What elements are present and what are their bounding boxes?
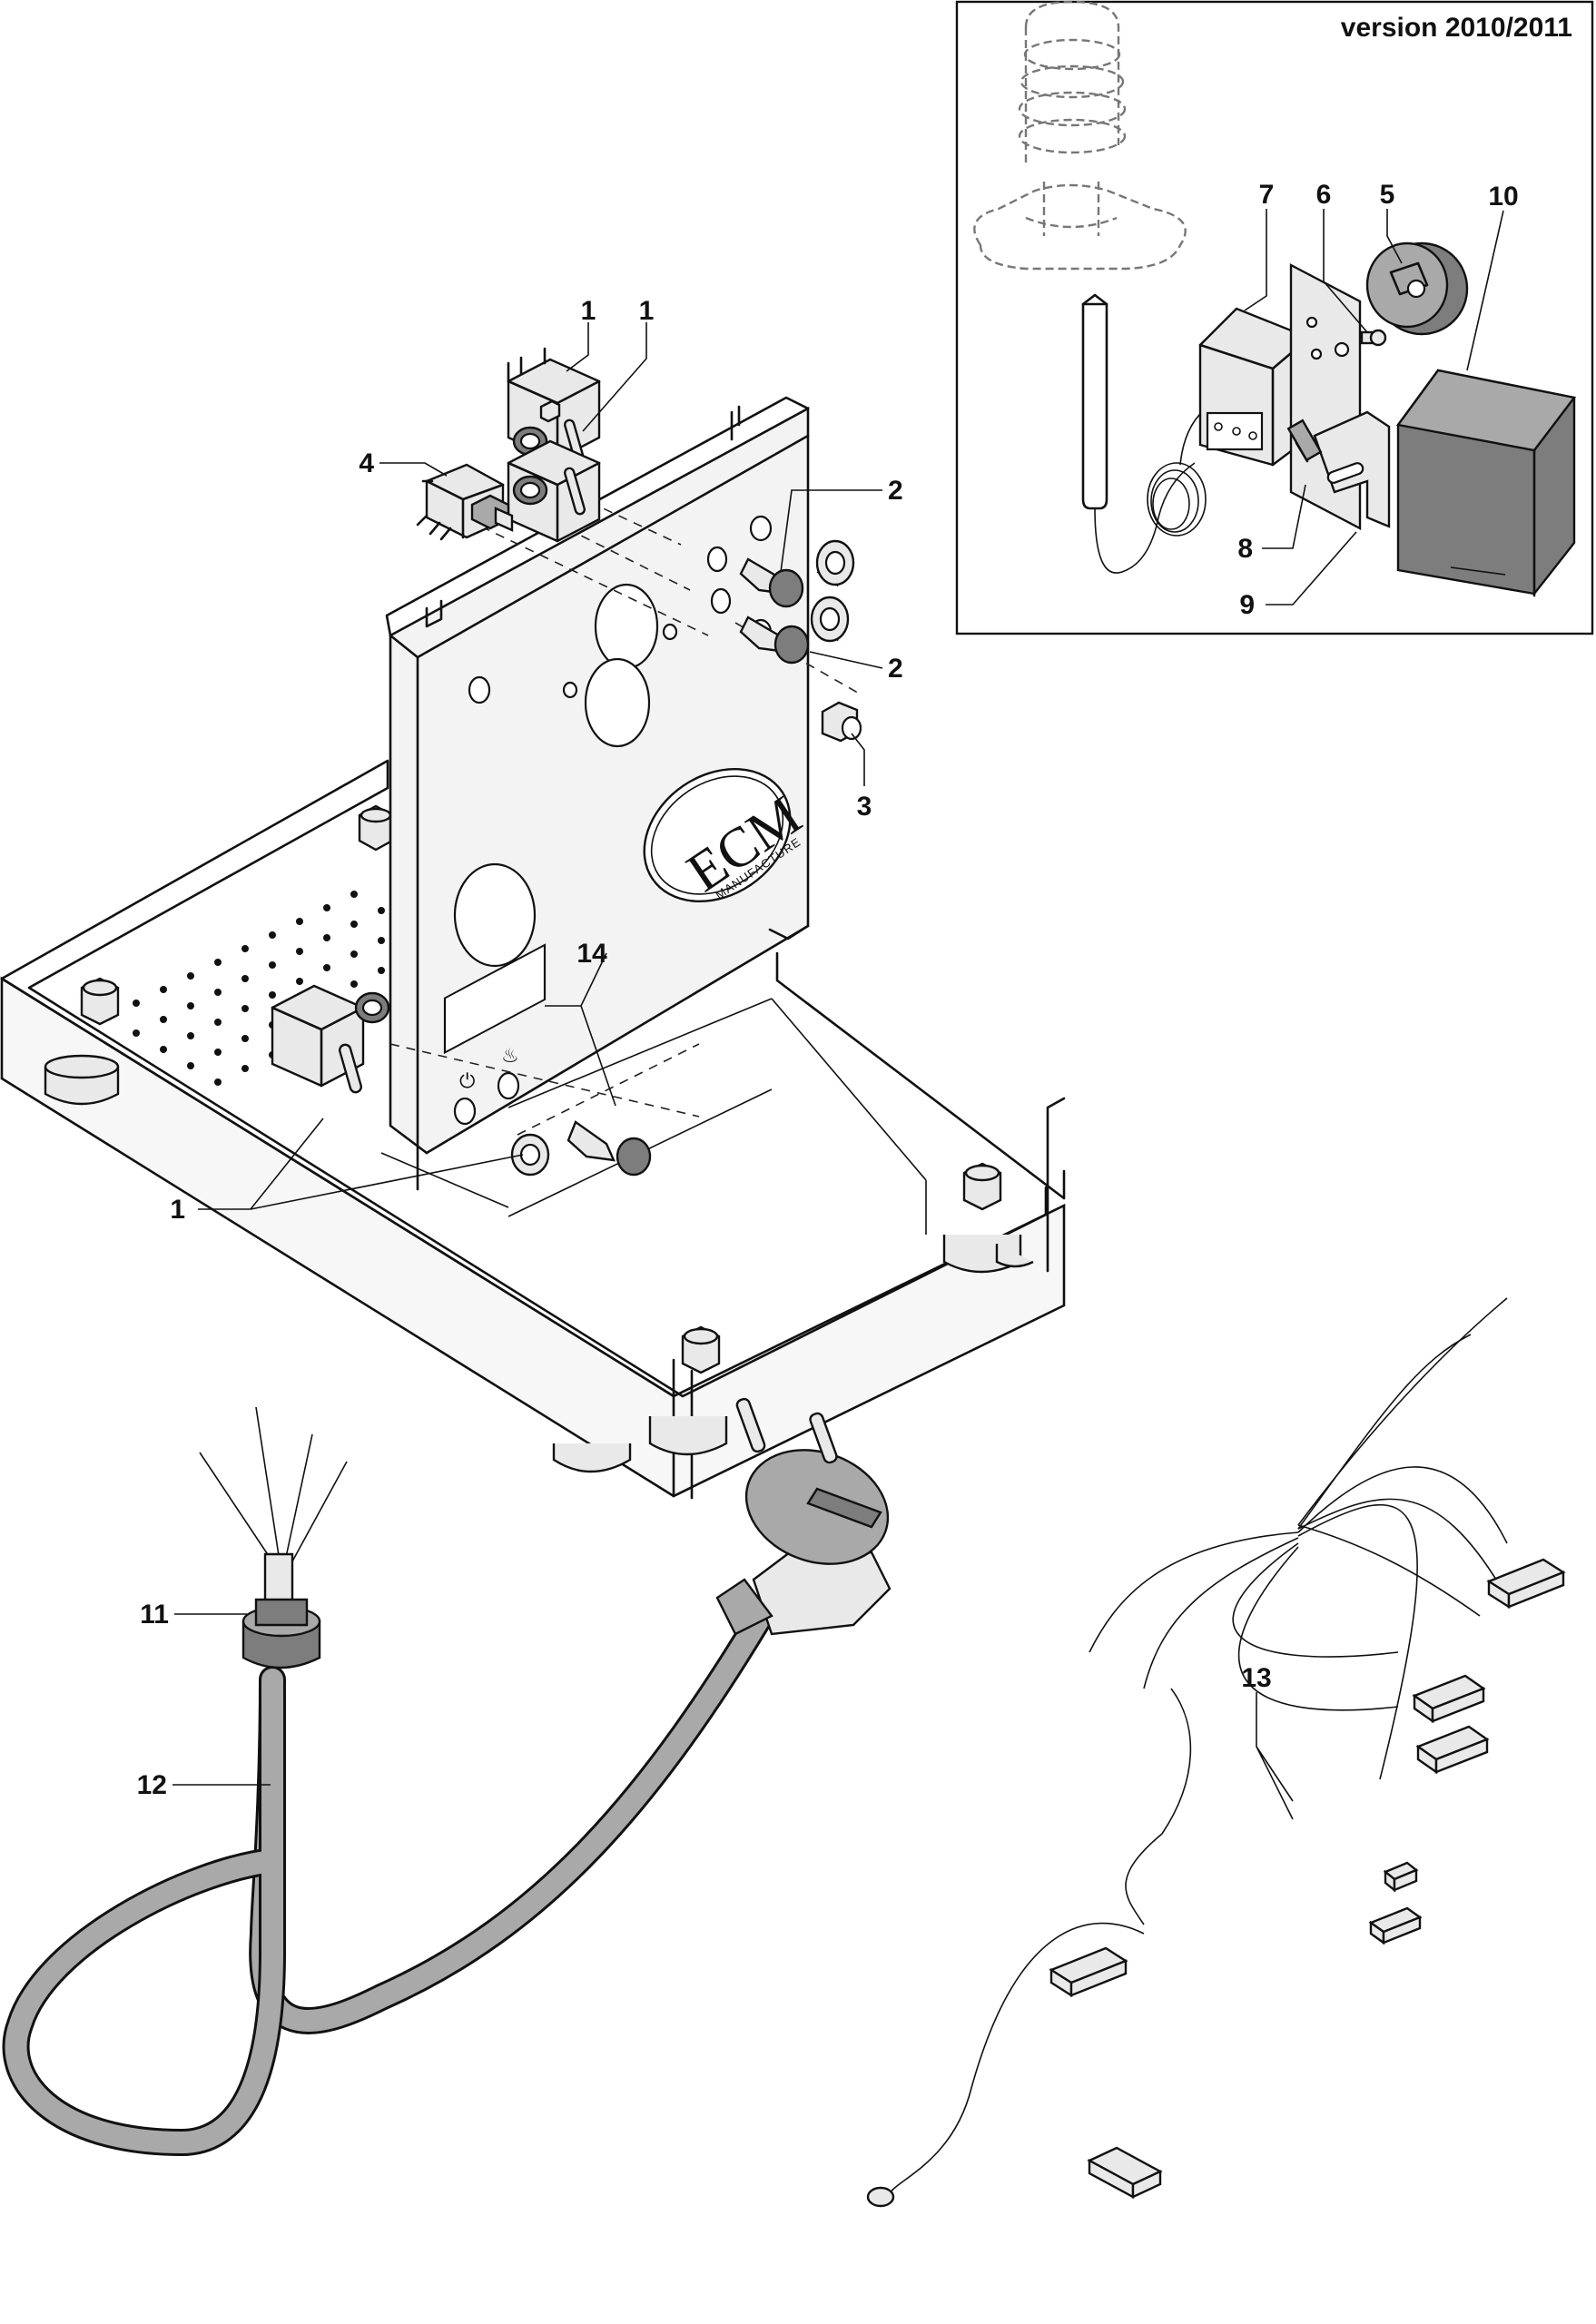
tray-feet bbox=[44, 1054, 1034, 1473]
leader-1c bbox=[198, 1118, 524, 1210]
indicator-lamp-lower bbox=[510, 1120, 652, 1177]
thermostat-knob bbox=[1365, 241, 1469, 336]
base-tray bbox=[0, 759, 1066, 1500]
harness-connector-6 bbox=[1049, 1946, 1128, 1998]
schuko-plug bbox=[715, 1397, 892, 1636]
callout-8: 8 bbox=[1237, 534, 1253, 564]
indicator-lamp-1 bbox=[739, 539, 855, 608]
indicator-lamp-2 bbox=[739, 596, 850, 665]
mounting-bracket bbox=[1313, 410, 1391, 528]
leader-9 bbox=[1266, 531, 1357, 606]
cable-gland bbox=[241, 1598, 321, 1669]
power-cable bbox=[2, 1406, 785, 2157]
callout-14: 14 bbox=[576, 939, 607, 969]
leader-5 bbox=[1386, 209, 1403, 264]
leader-3 bbox=[851, 733, 865, 786]
ring-terminal bbox=[866, 2186, 895, 2208]
callout-1c: 1 bbox=[170, 1195, 185, 1225]
callout-9: 9 bbox=[1239, 590, 1255, 620]
callout-4: 4 bbox=[359, 448, 374, 478]
callout-12: 12 bbox=[137, 1770, 167, 1800]
callout-6: 6 bbox=[1316, 180, 1332, 210]
toggle-switch-upper-2 bbox=[507, 439, 601, 543]
leader-2b bbox=[809, 651, 883, 669]
inset-panel: version 2010/2011 bbox=[955, 0, 1594, 635]
callout-1a: 1 bbox=[581, 296, 596, 326]
thermostat-body bbox=[1198, 307, 1311, 467]
hex-nut bbox=[821, 701, 862, 743]
bracket-screw bbox=[1286, 419, 1323, 463]
thermostat-bracket-plate bbox=[1289, 263, 1362, 530]
version-label: version 2010/2011 bbox=[1341, 13, 1572, 43]
callout-11: 11 bbox=[140, 1600, 169, 1630]
callout-1b: 1 bbox=[639, 296, 655, 326]
harness-connector-2 bbox=[1412, 1674, 1486, 1724]
harness-connector-4 bbox=[1383, 1861, 1419, 1893]
leader-13 bbox=[1256, 1692, 1294, 1820]
leader-14 bbox=[545, 952, 616, 1107]
callout-7: 7 bbox=[1259, 180, 1275, 210]
leader-2a bbox=[780, 489, 882, 573]
leader-1b bbox=[582, 322, 647, 432]
leader-6 bbox=[1323, 209, 1368, 333]
heating-element-ghost bbox=[973, 0, 1187, 271]
power-symbol-icon: ⏻ bbox=[459, 1070, 475, 1093]
leader-10 bbox=[1466, 210, 1504, 371]
wiring-harness bbox=[866, 1297, 1566, 2208]
steam-symbol-icon: ♨ bbox=[501, 1045, 519, 1068]
leader-7 bbox=[1244, 209, 1267, 311]
callout-13: 13 bbox=[1241, 1663, 1271, 1693]
microswitch bbox=[416, 463, 514, 541]
harness-connector-7 bbox=[1087, 2146, 1163, 2200]
toggle-switch-lower bbox=[271, 984, 390, 1094]
tray-standoffs bbox=[80, 804, 1002, 1374]
harness-connector-5 bbox=[1368, 1906, 1423, 1945]
callout-2a: 2 bbox=[888, 476, 903, 506]
leader-4 bbox=[379, 462, 448, 477]
knob-screw bbox=[1360, 329, 1387, 347]
thermostat-cover bbox=[1395, 369, 1577, 597]
callout-3: 3 bbox=[857, 792, 872, 822]
callout-10: 10 bbox=[1488, 182, 1518, 212]
harness-connector-3 bbox=[1415, 1725, 1490, 1775]
harness-connector-top bbox=[1486, 1558, 1566, 1610]
leader-8 bbox=[1262, 484, 1306, 549]
callout-2b: 2 bbox=[888, 654, 903, 684]
callout-5: 5 bbox=[1380, 180, 1395, 210]
leader-1a bbox=[566, 322, 589, 372]
